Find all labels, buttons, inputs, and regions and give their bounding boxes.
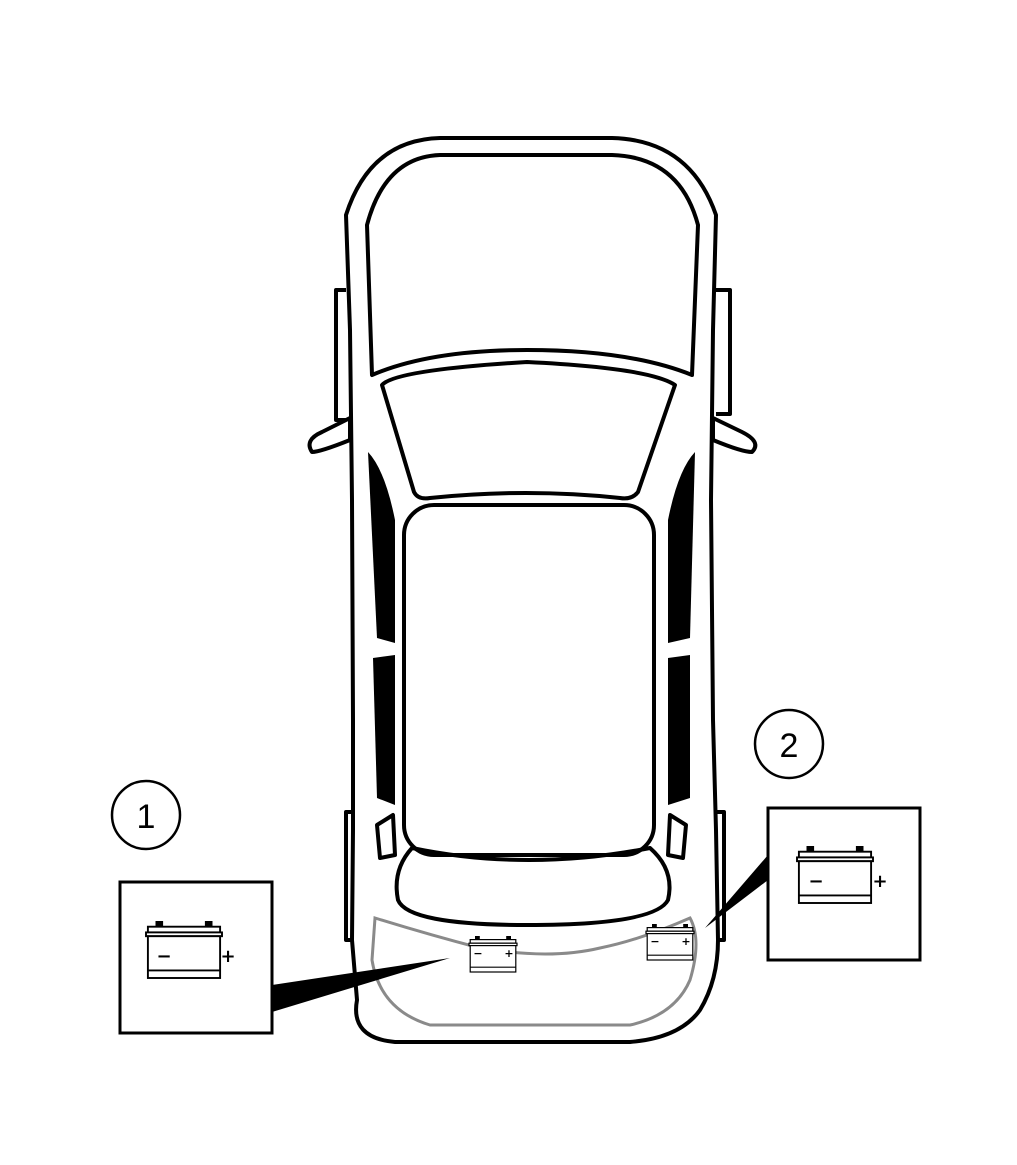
- left-front-side-window: [368, 452, 395, 643]
- callout-2-number-circle: [753, 708, 825, 780]
- callout-1-minus: −: [156, 946, 171, 967]
- callout-2-minus: −: [808, 871, 823, 892]
- rear-window: [394, 846, 672, 927]
- car-battery-left-minus: −: [473, 947, 482, 960]
- hood: [365, 153, 700, 377]
- callout-2: 2 − +: [705, 708, 922, 962]
- callout-1-plus: +: [220, 946, 235, 967]
- right-front-side-window: [668, 452, 695, 643]
- right-quarter-window: [666, 813, 688, 860]
- wheel-rear-left: [344, 810, 352, 942]
- left-rear-side-window: [373, 655, 395, 805]
- side-windows: [368, 452, 695, 805]
- windshield: [380, 360, 677, 501]
- car-top-view: [307, 136, 758, 1044]
- roof: [402, 503, 656, 857]
- callout-1-number: 1: [137, 798, 156, 836]
- left-quarter-window: [375, 813, 397, 860]
- callout-1-pointer: [272, 958, 450, 1012]
- wheel-front-right: [716, 288, 732, 416]
- car-battery-left-plus: +: [504, 947, 513, 960]
- car-battery-right-minus: −: [650, 935, 659, 948]
- left-mirror: [307, 416, 352, 454]
- car-battery-right-plus: +: [681, 935, 690, 948]
- right-mirror: [711, 416, 758, 454]
- wheel-rear-right: [717, 810, 726, 942]
- callout-1: 1 − +: [110, 779, 450, 1035]
- callout-1-number-circle: [110, 779, 182, 851]
- callout-2-pointer: [705, 855, 768, 928]
- callout-2-number: 2: [780, 727, 799, 765]
- wheel-front-left: [334, 288, 346, 422]
- right-rear-side-window: [668, 655, 690, 805]
- callout-2-plus: +: [872, 871, 887, 892]
- car-body-outline: [344, 136, 720, 1044]
